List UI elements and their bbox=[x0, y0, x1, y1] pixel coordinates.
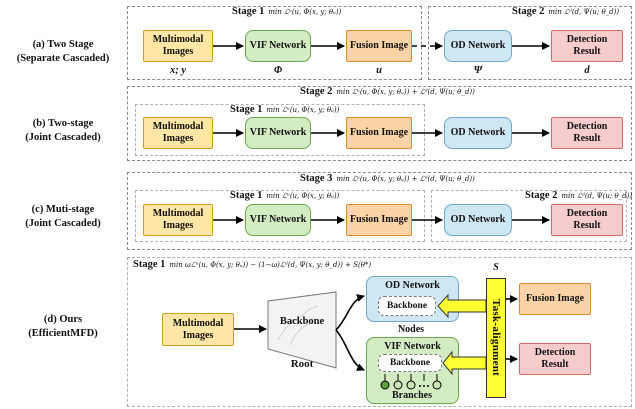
row-d-stage1-frame bbox=[127, 257, 632, 407]
symbol-u: u bbox=[376, 65, 382, 76]
row-c-od-network: OD Network bbox=[444, 204, 512, 236]
row-b-detection-result: Detection Result bbox=[551, 117, 623, 149]
row-a-label-line2: (Separate Cascaded) bbox=[16, 53, 110, 64]
row-b-label-line2: (Joint Cascaded) bbox=[25, 132, 101, 143]
row-c-label-line2: (Joint Cascaded) bbox=[25, 218, 101, 229]
symbol-d: d bbox=[584, 65, 590, 76]
row-b-vif-network: VIF Network bbox=[245, 117, 311, 149]
row-d-vif-network-label: VIF Network bbox=[384, 341, 441, 352]
row-a-multimodal-images: Multimodal Images bbox=[143, 30, 213, 62]
row-d-label-line1: (d) Ours bbox=[43, 314, 83, 325]
symbol-xy: x; y bbox=[169, 65, 187, 76]
branches-label: Branches bbox=[392, 390, 432, 401]
row-b-fusion-image: Fusion Image bbox=[346, 117, 412, 149]
row-a-vif-network: VIF Network bbox=[245, 30, 311, 62]
row-d-label-line2: (EfficientMFD) bbox=[28, 328, 98, 339]
row-c-label: (c) Muti-stage (Joint Cascaded) bbox=[2, 203, 124, 231]
task-alignment-label: Task-alignment bbox=[490, 299, 502, 377]
row-a-label-line1: (a) Two Stage bbox=[32, 39, 94, 50]
row-a-stage2-frame bbox=[428, 6, 632, 80]
nodes-label: Nodes bbox=[397, 324, 425, 335]
row-d-label: (d) Ours (EfficientMFD) bbox=[2, 313, 124, 341]
row-b-multimodal-images: Multimodal Images bbox=[143, 117, 213, 149]
row-b-od-network: OD Network bbox=[444, 117, 512, 149]
row-c-stage2-frame bbox=[431, 190, 627, 242]
row-a-stage1-frame bbox=[127, 6, 422, 80]
symbol-phi: Φ bbox=[273, 65, 283, 76]
od-backbone-box: Backbone bbox=[378, 296, 436, 316]
s-symbol: S bbox=[493, 262, 499, 273]
row-b-stage1-frame bbox=[135, 104, 425, 156]
row-c-stage1-frame bbox=[135, 190, 425, 242]
row-d-od-network-label: OD Network bbox=[385, 280, 440, 291]
row-c-vif-network: VIF Network bbox=[245, 204, 311, 236]
row-d-multimodal-images: Multimodal Images bbox=[162, 313, 234, 346]
row-a-od-network: OD Network bbox=[444, 30, 512, 62]
row-d-fusion-image: Fusion Image bbox=[519, 283, 591, 315]
row-c-detection-result: Detection Result bbox=[551, 204, 623, 236]
row-c-multimodal-images: Multimodal Images bbox=[143, 204, 213, 236]
row-a-fusion-image: Fusion Image bbox=[346, 30, 412, 62]
row-a-label: (a) Two Stage (Separate Cascaded) bbox=[2, 38, 124, 66]
row-c-stage3-frame bbox=[127, 172, 632, 250]
row-c-fusion-image: Fusion Image bbox=[346, 204, 412, 236]
vif-backbone-box: Backbone bbox=[378, 354, 442, 372]
row-b-stage2-frame bbox=[127, 86, 632, 161]
symbol-psi: Ψ bbox=[473, 65, 483, 76]
row-c-label-line1: (c) Muti-stage bbox=[31, 204, 95, 215]
root-label: Root bbox=[290, 358, 314, 370]
task-alignment-bar: Task-alignment bbox=[486, 278, 506, 398]
row-b-label: (b) Two-stage (Joint Cascaded) bbox=[2, 117, 124, 145]
root-backbone-label: Backbone bbox=[279, 316, 325, 327]
row-d-detection-result: Detection Result bbox=[519, 343, 591, 375]
row-b-label-line1: (b) Two-stage bbox=[32, 118, 94, 129]
row-a-detection-result: Detection Result bbox=[551, 30, 623, 62]
